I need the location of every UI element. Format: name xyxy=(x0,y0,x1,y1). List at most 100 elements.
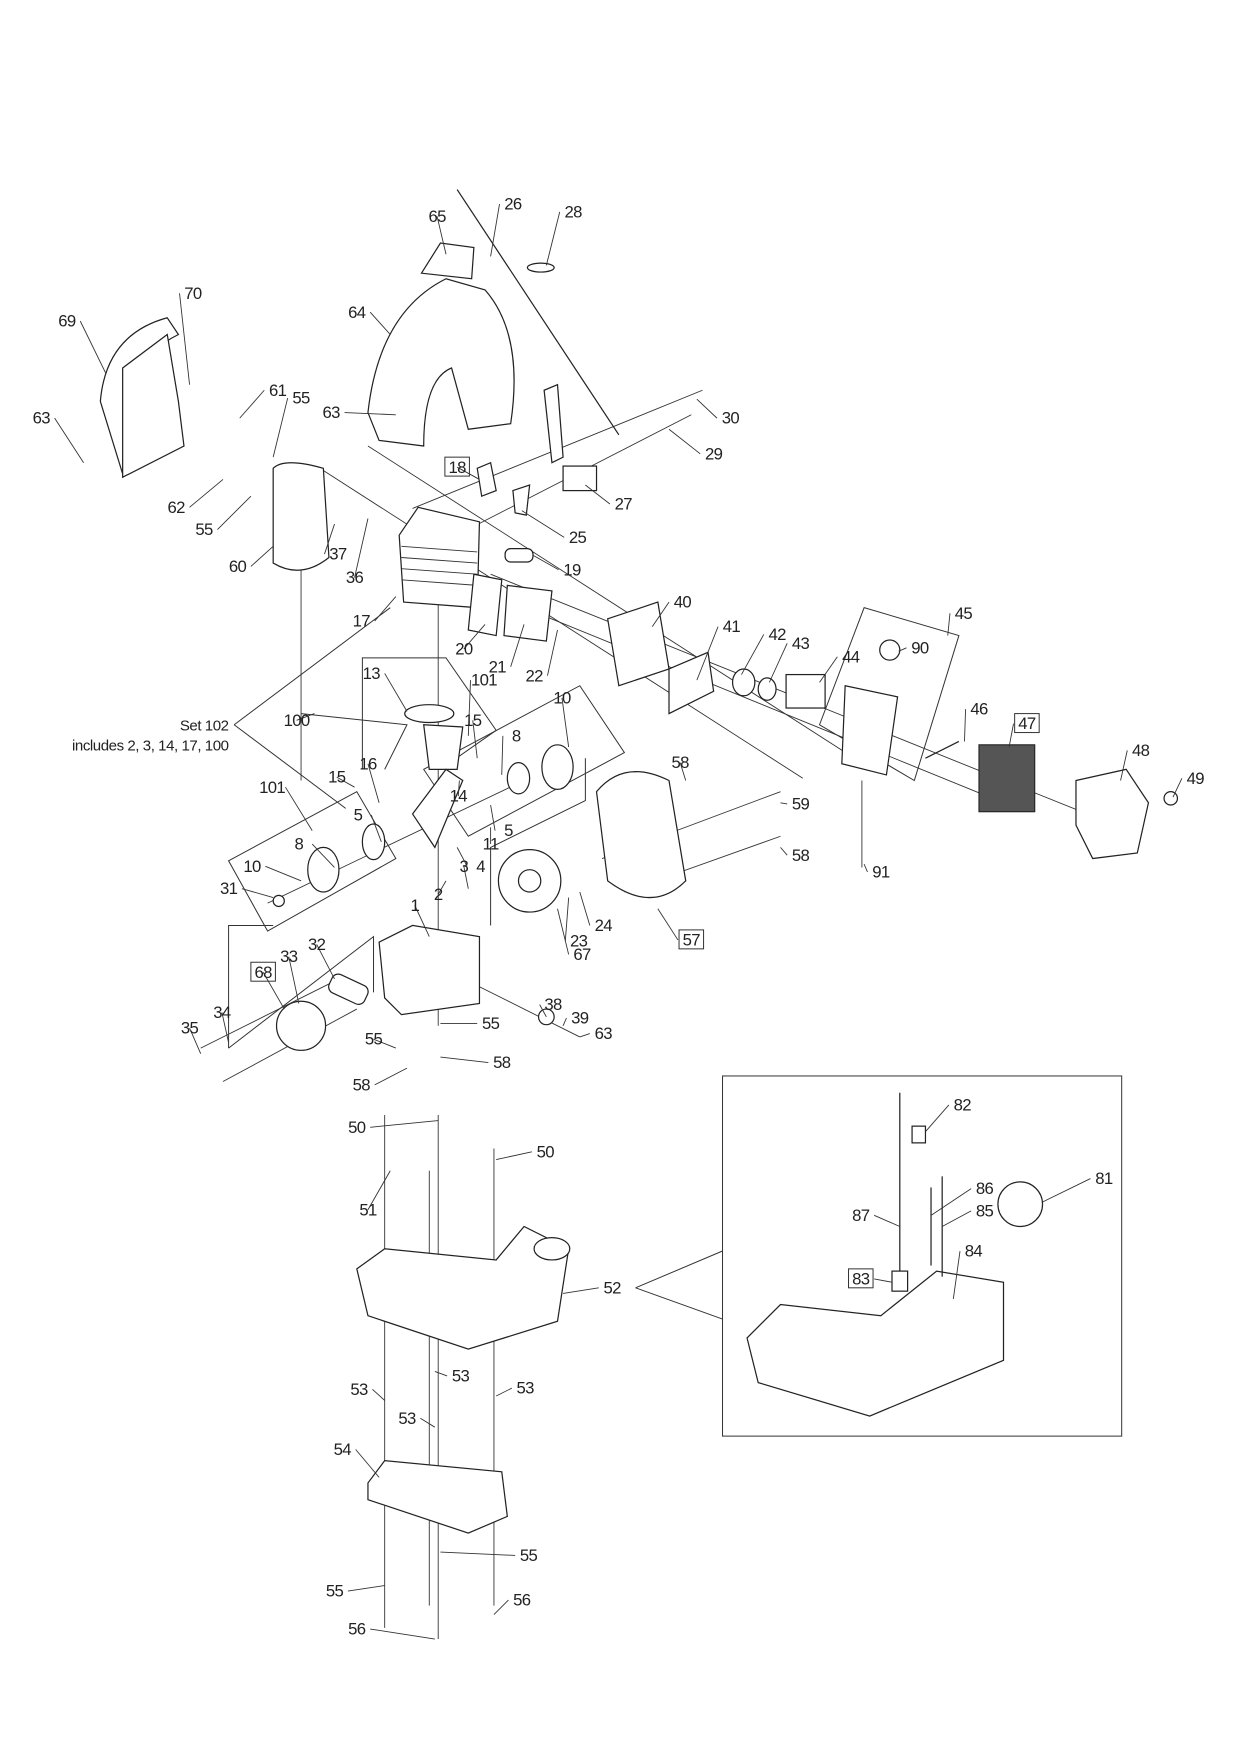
leader-line-15 xyxy=(336,776,355,788)
leader-line-55 xyxy=(440,1551,516,1556)
cylinder-part-17 xyxy=(398,506,481,609)
part-label-49: 49 xyxy=(1187,769,1205,788)
leader-line-101 xyxy=(285,786,313,831)
leader-line-56 xyxy=(493,1599,509,1615)
leader-line-5 xyxy=(370,814,382,842)
part-label-65: 65 xyxy=(428,207,446,226)
leader-line-64 xyxy=(369,311,391,335)
part-label-50: 50 xyxy=(348,1118,366,1137)
part-label-24: 24 xyxy=(595,916,613,935)
leader-line-60 xyxy=(250,546,274,567)
leader-line-8 xyxy=(311,843,335,868)
part-label-17: 17 xyxy=(353,612,371,631)
part-label-15: 15 xyxy=(464,711,482,730)
leader-line-34 xyxy=(221,1012,230,1043)
group-outlines xyxy=(227,607,1123,1437)
leader-line-46 xyxy=(964,709,967,742)
leader-line-1 xyxy=(414,905,430,937)
gasket-part-20 xyxy=(467,573,503,637)
cover-cap-part-65 xyxy=(420,242,475,280)
part-label-57: 57 xyxy=(683,931,701,950)
air-filter-part-47 xyxy=(978,744,1036,813)
group-outline-101-right xyxy=(422,685,626,837)
part-label-55: 55 xyxy=(520,1546,538,1565)
label-box-68 xyxy=(250,961,276,982)
part-label-81: 81 xyxy=(1095,1169,1113,1188)
carburetor-part-44 xyxy=(785,673,826,709)
inset-fuel-tank xyxy=(746,1270,1005,1417)
leader-line-55 xyxy=(347,1585,385,1592)
leader-line-21 xyxy=(510,624,525,667)
insulator-part-21 xyxy=(503,584,553,642)
part-label-33: 33 xyxy=(280,947,298,966)
leader-line-68 xyxy=(262,972,285,1010)
leader-line-14 xyxy=(457,780,460,797)
recoil-starter-part-57 xyxy=(595,770,687,899)
leader-line-27 xyxy=(585,484,611,505)
part-label-85: 85 xyxy=(976,1201,994,1220)
clutch-part-68 xyxy=(275,1000,327,1051)
inset-part-83 xyxy=(891,1270,909,1292)
part-label-69: 69 xyxy=(58,312,76,331)
leader-line-18 xyxy=(456,466,480,480)
part-label-5: 5 xyxy=(354,806,363,825)
part-label-26: 26 xyxy=(504,195,522,214)
part-label-42: 42 xyxy=(769,625,787,644)
leader-line-24 xyxy=(579,891,591,926)
air-box-part-45 xyxy=(841,684,899,776)
part-label-22: 22 xyxy=(525,666,543,685)
gasket-part-43 xyxy=(757,677,777,701)
set-102-title: Set 102 xyxy=(180,717,229,734)
leader-line-58 xyxy=(374,1067,408,1086)
leader-line-50 xyxy=(496,1151,532,1161)
air-cover-part-48 xyxy=(1075,768,1150,860)
leader-line-16 xyxy=(367,763,380,803)
leader-line-51 xyxy=(367,1170,391,1210)
part-label-58: 58 xyxy=(792,846,810,865)
fuel-tank-detail-inset xyxy=(722,1075,1123,1437)
leader-line-58 xyxy=(780,847,788,856)
primer-bulb-part-90 xyxy=(879,639,901,661)
part-label-13: 13 xyxy=(363,664,381,683)
leader-line-59 xyxy=(780,802,788,805)
leader-line-26 xyxy=(490,203,500,257)
leader-line-65 xyxy=(436,216,447,255)
leader-line-2 xyxy=(437,880,447,895)
throttle-cable-part-26 xyxy=(456,189,620,436)
part-label-4: 4 xyxy=(476,857,485,876)
muffler-part-60 xyxy=(272,462,330,571)
leader-line-8 xyxy=(501,735,504,775)
part-label-45: 45 xyxy=(955,604,973,623)
fuel-cap xyxy=(533,1237,571,1261)
heat-shield-part-40 xyxy=(606,601,670,687)
part-label-8: 8 xyxy=(295,835,304,854)
part-label-56: 56 xyxy=(513,1591,531,1610)
knob-part-49 xyxy=(1163,791,1179,806)
leader-line-17 xyxy=(374,596,397,622)
leader-line-32 xyxy=(316,944,335,980)
screw-part-46 xyxy=(925,740,960,759)
leader-line-23 xyxy=(564,897,570,942)
part-label-52: 52 xyxy=(604,1278,622,1297)
clip-part-28 xyxy=(526,262,555,273)
spacer-part-42 xyxy=(731,668,756,697)
part-label-90: 90 xyxy=(911,638,929,657)
part-label-55: 55 xyxy=(482,1014,500,1033)
leader-line-55 xyxy=(373,1038,396,1049)
spark-plug-boot-part xyxy=(543,383,564,464)
group-outline-68 xyxy=(228,924,274,1049)
leader-line-28 xyxy=(545,211,561,266)
leader-line-53 xyxy=(434,1371,448,1377)
crankshaft-part-4 xyxy=(411,768,464,849)
leader-line-10 xyxy=(561,697,570,748)
part-label-35: 35 xyxy=(181,1019,199,1038)
leader-line-101 xyxy=(467,680,471,736)
decompression-valve-part-19 xyxy=(504,547,534,563)
part-label-23: 23 xyxy=(570,932,588,951)
part-label-87: 87 xyxy=(852,1206,870,1225)
leader-line-53 xyxy=(372,1388,385,1401)
axis-line xyxy=(523,607,1004,804)
part-label-3: 3 xyxy=(460,857,469,876)
part-label-101: 101 xyxy=(259,778,285,797)
part-label-27: 27 xyxy=(615,495,633,514)
